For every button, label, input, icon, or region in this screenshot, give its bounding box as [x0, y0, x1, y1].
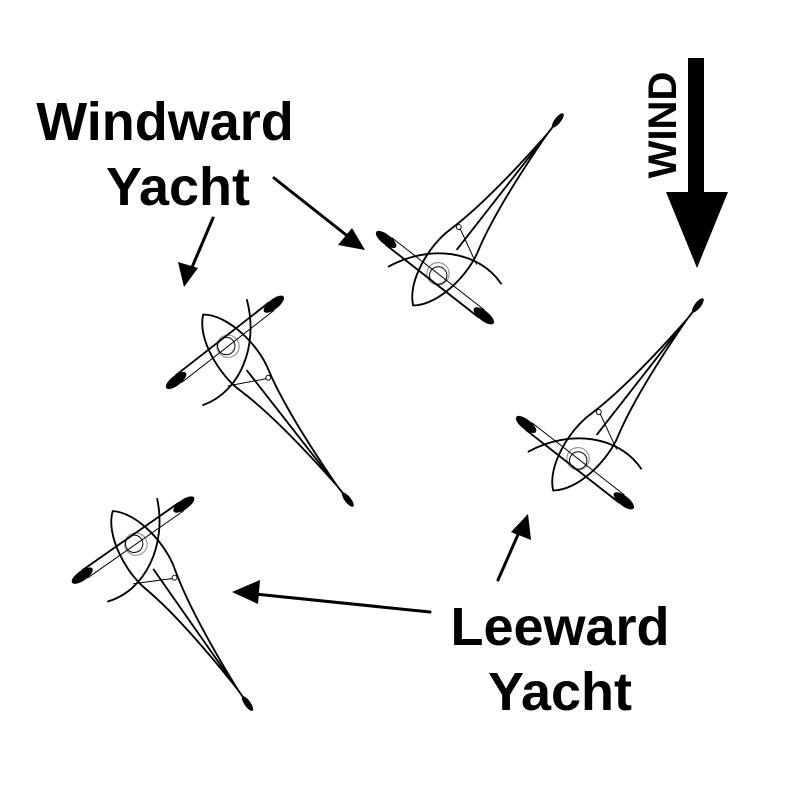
- windward-label-line2: Yacht: [106, 157, 250, 217]
- leeward-arrow-right: [496, 514, 531, 582]
- windward-label-line1: Windward: [36, 92, 294, 152]
- windward-arrow-left: [178, 216, 215, 287]
- windward-arrow-top: [272, 176, 365, 250]
- yacht-leeward-right: [493, 251, 763, 538]
- leeward-label-line2: Yacht: [488, 662, 632, 722]
- wind-arrow: [666, 58, 728, 268]
- yacht-leeward-bottom: [50, 467, 315, 755]
- leeward-arrow-bottom: [232, 580, 432, 614]
- yacht-windward-top: [353, 66, 623, 353]
- leeward-label-line1: Leeward: [450, 597, 669, 657]
- wind-label: WIND: [641, 72, 685, 179]
